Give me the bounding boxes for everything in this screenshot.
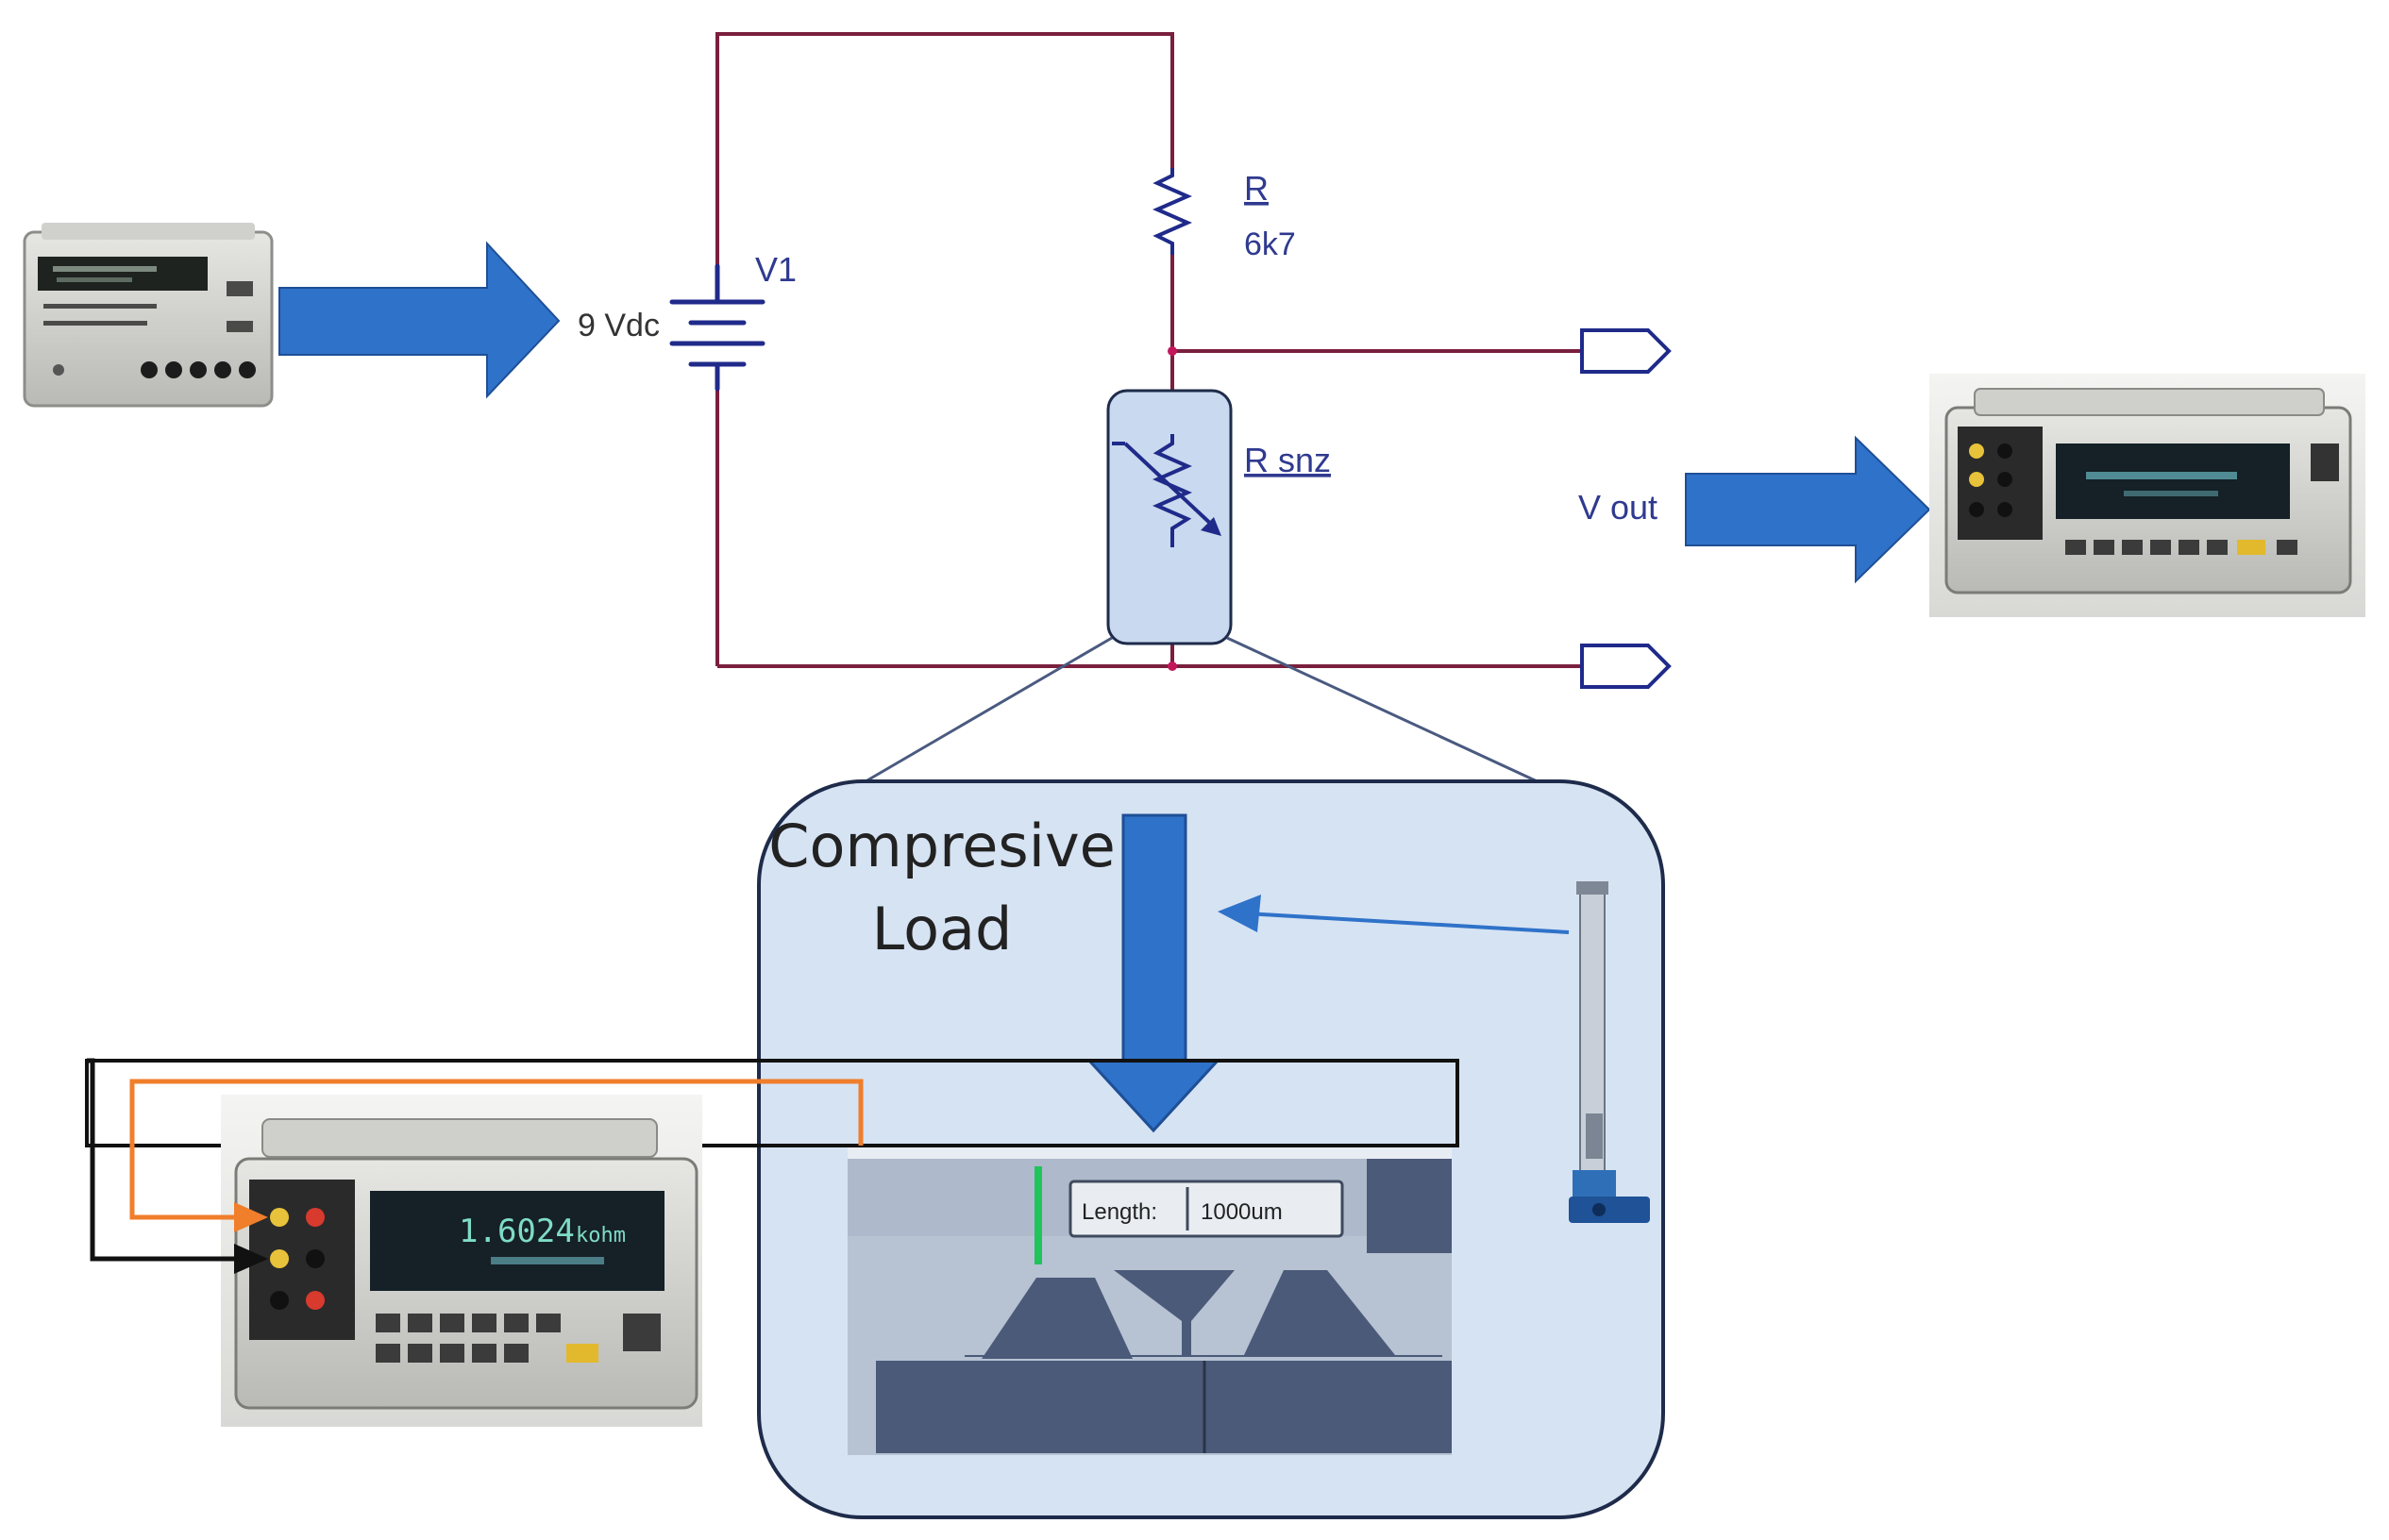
sem-cross-section: Length: 1000um bbox=[848, 1146, 1452, 1455]
output-port-top bbox=[1580, 328, 1672, 374]
sem-measure-value: 1000um bbox=[1201, 1199, 1283, 1225]
force-gauge-stand bbox=[1569, 881, 1650, 1223]
junction-dot-bottom bbox=[1168, 661, 1177, 671]
power-supply-display bbox=[38, 257, 208, 291]
source-label: V1 bbox=[755, 250, 797, 289]
multimeter-right-display bbox=[2056, 444, 2290, 519]
probe-wire-orange bbox=[129, 1079, 864, 1220]
load-label-line1: Compresive bbox=[768, 812, 1116, 880]
sem-marker-line bbox=[1035, 1166, 1042, 1264]
power-supply-terminals bbox=[141, 361, 256, 378]
output-label: V out bbox=[1578, 488, 1657, 527]
sem-measure-tag bbox=[1068, 1180, 1344, 1238]
probe-wire-black bbox=[87, 1058, 245, 1262]
zoom-connector-left bbox=[849, 636, 1113, 793]
load-label-line2: Load bbox=[872, 895, 1013, 963]
sensor-highlight-box bbox=[1106, 389, 1233, 645]
arrow-output-to-multimeter bbox=[1685, 435, 1931, 584]
gauge-pointer-arrow-head bbox=[1218, 895, 1261, 932]
sensor-variable-arrow-head bbox=[1201, 517, 1221, 536]
sem-measure-label: Length: bbox=[1082, 1199, 1157, 1225]
multimeter-reading-unit: kohm bbox=[576, 1224, 626, 1247]
sensor-label: R snz bbox=[1244, 441, 1331, 479]
sensor-variable-arrow-line bbox=[1123, 442, 1218, 530]
probe-orange-tip bbox=[234, 1202, 268, 1232]
output-port-bottom bbox=[1580, 644, 1672, 689]
source-value: 9 Vdc bbox=[578, 308, 660, 343]
wire-top-loop bbox=[715, 32, 1174, 291]
arrow-supply-to-circuit bbox=[278, 241, 561, 399]
probe-black-tip bbox=[234, 1244, 268, 1274]
zoom-connector-right bbox=[1226, 636, 1558, 793]
press-plate-outline bbox=[85, 1059, 1459, 1147]
gauge-pointer-arrow-line bbox=[1245, 912, 1570, 934]
power-supply-device bbox=[23, 223, 274, 408]
multimeter-bottom-display bbox=[370, 1191, 665, 1291]
multimeter-reading-main: 1.6024 bbox=[459, 1213, 575, 1250]
resistor-symbol bbox=[1152, 168, 1192, 255]
multimeter-bottom: 1.6024 kohm bbox=[221, 1095, 702, 1427]
battery-symbol bbox=[669, 263, 765, 392]
junction-dot-top bbox=[1168, 346, 1177, 356]
resistor-value: 6k7 bbox=[1244, 226, 1296, 262]
multimeter-right bbox=[1929, 374, 2365, 617]
resistor-label: R bbox=[1244, 169, 1269, 208]
